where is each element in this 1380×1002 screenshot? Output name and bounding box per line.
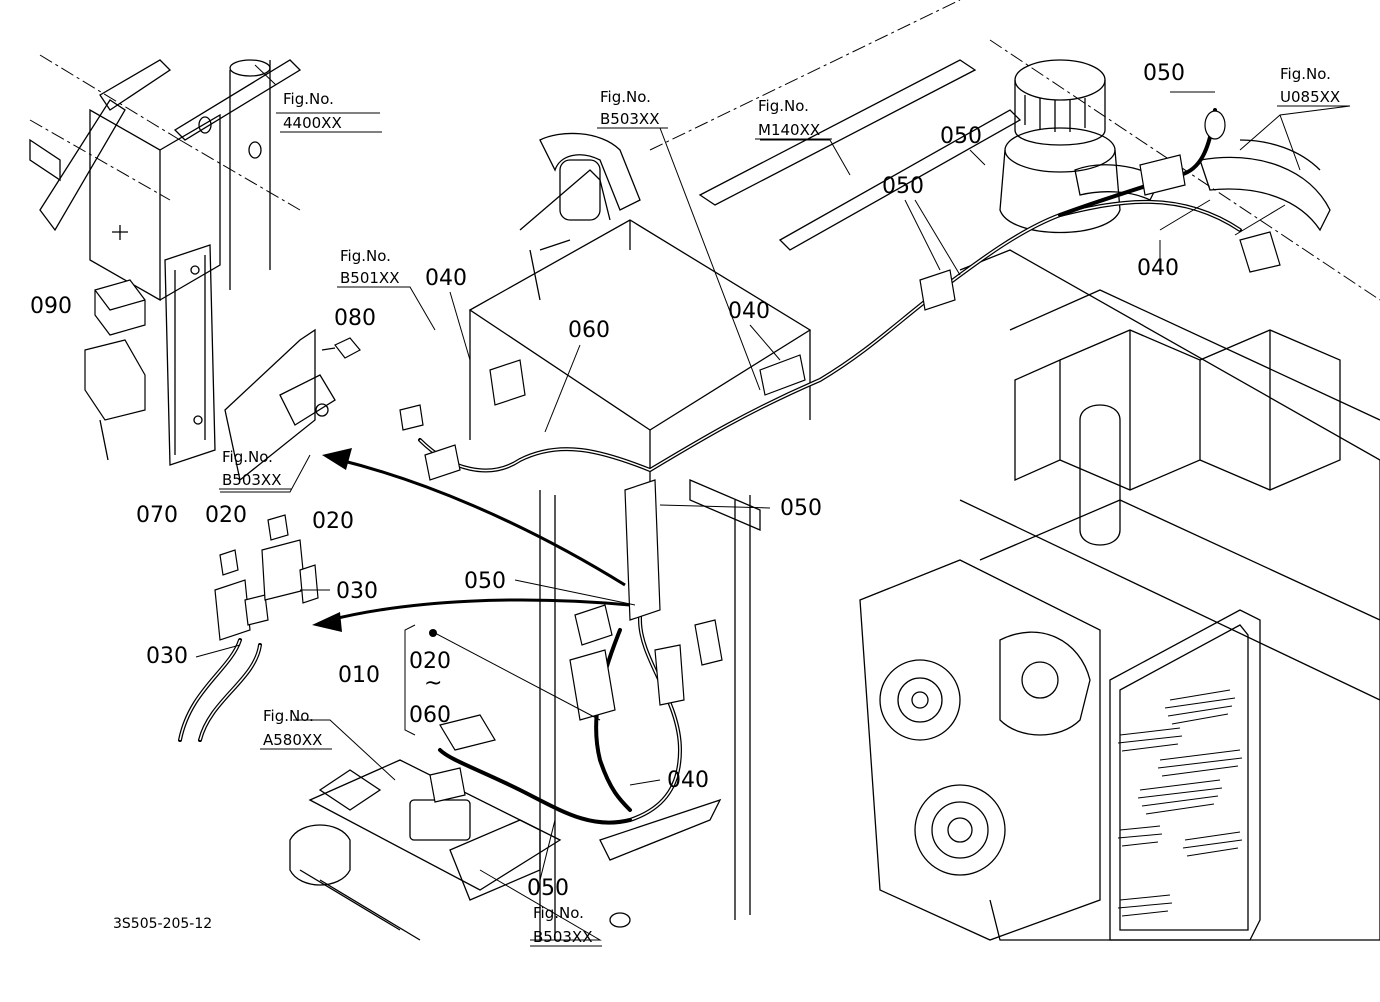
figure-ref-u085xx: Fig.No. U085XX	[1280, 65, 1340, 106]
svg-text:B503XX: B503XX	[533, 928, 592, 946]
part-label-080: 080	[334, 306, 376, 331]
figure-ref-a580xx: Fig.No. A580XX	[263, 707, 322, 749]
svg-text:Fig.No.: Fig.No.	[222, 448, 273, 466]
figure-ref-m140xx: Fig.No. M140XX	[758, 97, 820, 139]
part-label-040: 040	[667, 768, 709, 793]
figure-ref-4400xx: Fig.No. 4400XX	[283, 90, 342, 132]
part-label-050: 050	[940, 124, 982, 149]
svg-text:4400XX: 4400XX	[283, 114, 342, 132]
bolt-080	[321, 337, 361, 359]
part-label-060: 060	[409, 703, 451, 728]
connector-020-030-left	[214, 549, 269, 641]
part-label-tilde: ~	[424, 671, 442, 696]
relay-090	[84, 279, 146, 461]
figure-ref-b501xx: Fig.No. B501XX	[340, 247, 399, 287]
svg-text:Fig.No.: Fig.No.	[600, 88, 651, 106]
part-label-020: 020	[409, 649, 451, 674]
part-label-050: 050	[780, 496, 822, 521]
figure-ref-b503xx: Fig.No. B503XX	[222, 448, 281, 489]
svg-text:B503XX: B503XX	[222, 471, 281, 489]
svg-text:Fig.No.: Fig.No.	[283, 90, 334, 108]
part-label-050: 050	[882, 174, 924, 199]
part-label-040: 040	[1137, 256, 1179, 281]
cover-hatching	[1117, 689, 1243, 917]
connector-020-030-right	[261, 514, 319, 604]
part-label-040: 040	[425, 266, 467, 291]
svg-text:Fig.No.: Fig.No.	[263, 707, 314, 725]
figure-ref-b503xx: Fig.No. B503XX	[600, 88, 659, 128]
part-label-020: 020	[312, 509, 354, 534]
drawing-code: 3S505-205-12	[113, 916, 212, 932]
svg-text:B501XX: B501XX	[340, 269, 399, 287]
svg-text:B503XX: B503XX	[600, 110, 659, 128]
frame-linework	[29, 0, 1380, 941]
part-label-060: 060	[568, 318, 610, 343]
relay-box-010	[569, 479, 723, 721]
connectors-top	[399, 110, 1281, 481]
connector-060-lower	[429, 714, 496, 803]
part-label-030: 030	[336, 579, 378, 604]
part-label-030: 030	[146, 644, 188, 669]
leader-lines	[195, 64, 1351, 941]
svg-text:A580XX: A580XX	[263, 731, 322, 749]
reference-dot	[429, 629, 437, 637]
part-label-040: 040	[728, 299, 770, 324]
part-label-020: 020	[205, 503, 247, 528]
svg-text:Fig.No.: Fig.No.	[340, 247, 391, 265]
part-label-090: 090	[30, 294, 72, 319]
figure-references: Fig.No. 4400XX Fig.No. B503XX Fig.No. M1…	[222, 65, 1340, 946]
washer	[609, 912, 631, 928]
part-label-050: 050	[464, 569, 506, 594]
part-label-050: 050	[1143, 61, 1185, 86]
svg-text:Fig.No.: Fig.No.	[758, 97, 809, 115]
figure-ref-underlines	[219, 105, 1350, 947]
svg-text:Fig.No.: Fig.No.	[1280, 65, 1331, 83]
part-labels: 050 050 050 040 040 040 060 090 080 070 …	[30, 61, 1185, 901]
svg-text:Fig.No.: Fig.No.	[533, 904, 584, 922]
part-label-050: 050	[527, 876, 569, 901]
part-label-070: 070	[136, 503, 178, 528]
arrows	[312, 448, 631, 632]
svg-text:U085XX: U085XX	[1280, 88, 1340, 106]
part-label-010: 010	[338, 663, 380, 688]
figure-ref-b503xx: Fig.No. B503XX	[533, 904, 592, 946]
svg-text:M140XX: M140XX	[758, 121, 820, 139]
